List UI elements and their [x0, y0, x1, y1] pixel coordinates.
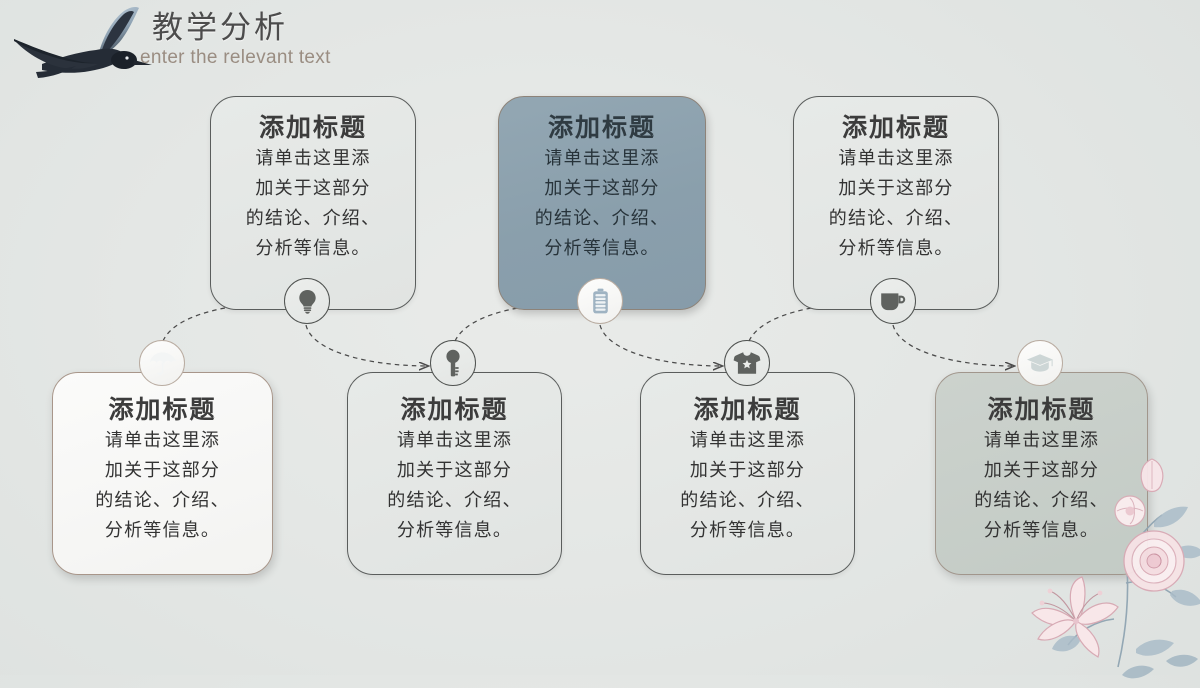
header-text-block: 教学分析 enter the relevant text	[140, 8, 331, 70]
badge-lightbulb[interactable]	[284, 278, 330, 324]
card-title: 添加标题	[400, 396, 509, 424]
umbrella-icon	[149, 351, 176, 376]
graduation-cap-icon	[1026, 353, 1054, 373]
card-body: 请单击这里添 加关于这部分 的结论、介绍、 分析等信息。	[95, 430, 230, 540]
card-bottom-1[interactable]: 添加标题 请单击这里添 加关于这部分 的结论、介绍、 分析等信息。	[52, 372, 273, 575]
tshirt-icon	[733, 351, 761, 375]
flying-bird-logo	[6, 4, 156, 82]
card-body: 请单击这里添 加关于这部分 的结论、介绍、 分析等信息。	[680, 430, 815, 540]
connector-2	[305, 324, 428, 366]
badge-battery[interactable]	[577, 278, 623, 324]
card-body: 请单击这里添 加关于这部分 的结论、介绍、 分析等信息。	[387, 430, 522, 540]
badge-tshirt[interactable]	[724, 340, 770, 386]
badge-key[interactable]	[430, 340, 476, 386]
badge-coffee-cup[interactable]	[870, 278, 916, 324]
lightbulb-icon	[297, 289, 318, 314]
connector-4	[599, 324, 722, 366]
card-title: 添加标题	[987, 396, 1096, 424]
card-body: 请单击这里添 加关于这部分 的结论、介绍、 分析等信息。	[974, 430, 1109, 540]
card-title: 添加标题	[693, 396, 802, 424]
card-body: 请单击这里添 加关于这部分 的结论、介绍、 分析等信息。	[828, 148, 964, 258]
card-top-3[interactable]: 添加标题 请单击这里添 加关于这部分 的结论、介绍、 分析等信息。	[793, 96, 999, 310]
key-icon	[445, 349, 461, 377]
coffee-cup-icon	[880, 290, 906, 312]
card-title: 添加标题	[258, 114, 367, 142]
card-top-1[interactable]: 添加标题 请单击这里添 加关于这部分 的结论、介绍、 分析等信息。	[210, 96, 416, 310]
badge-umbrella[interactable]	[139, 340, 185, 386]
card-title: 添加标题	[547, 114, 656, 142]
watercolor-flower-decoration	[1026, 453, 1200, 683]
page-title: 教学分析	[152, 10, 288, 45]
page-subtitle: enter the relevant text	[140, 47, 331, 68]
card-body: 请单击这里添 加关于这部分 的结论、介绍、 分析等信息。	[534, 148, 670, 258]
card-body: 请单击这里添 加关于这部分 的结论、介绍、 分析等信息。	[245, 148, 381, 258]
card-title: 添加标题	[108, 396, 217, 424]
connector-6	[892, 324, 1014, 366]
card-title: 添加标题	[841, 114, 950, 142]
card-bottom-3[interactable]: 添加标题 请单击这里添 加关于这部分 的结论、介绍、 分析等信息。	[640, 372, 855, 575]
card-bottom-2[interactable]: 添加标题 请单击这里添 加关于这部分 的结论、介绍、 分析等信息。	[347, 372, 562, 575]
badge-graduation-cap[interactable]	[1017, 340, 1063, 386]
battery-icon	[592, 288, 609, 314]
